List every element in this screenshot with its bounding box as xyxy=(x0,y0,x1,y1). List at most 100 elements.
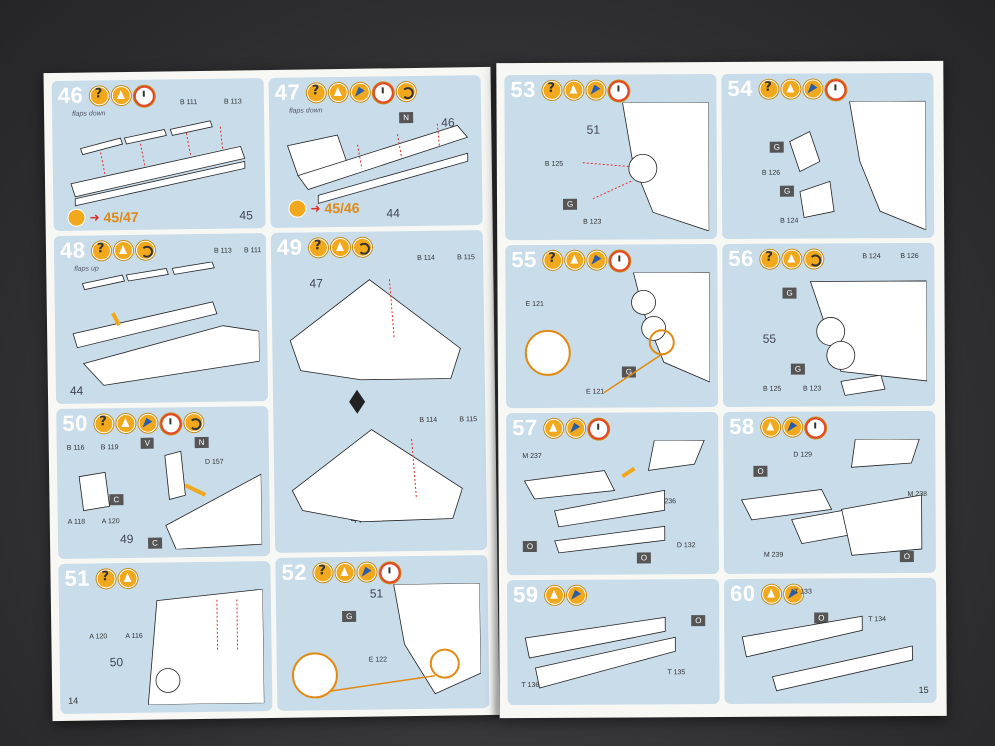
clock-icon xyxy=(588,418,610,440)
part-number-label: 44 xyxy=(69,383,84,398)
cross-reference: ➜ 45/47 xyxy=(67,208,139,227)
glue-icon xyxy=(118,568,138,589)
paint-icon xyxy=(138,413,158,433)
glue-icon xyxy=(544,418,564,438)
glue-icon xyxy=(761,417,781,437)
step-icons xyxy=(760,249,824,269)
step-number: 59 xyxy=(513,581,539,608)
step-number: 48 xyxy=(59,237,86,263)
question-icon xyxy=(308,238,329,258)
turn-icon xyxy=(135,240,156,260)
step-51-panel: 51 A 120 A 116 50 14 xyxy=(58,561,273,714)
paint-icon xyxy=(586,80,606,100)
glue-icon xyxy=(330,237,351,258)
glue-icon xyxy=(782,249,802,269)
question-icon xyxy=(759,79,779,99)
question-icon xyxy=(542,80,562,100)
paint-icon xyxy=(566,418,586,438)
part-label: B 111 xyxy=(243,247,262,255)
page-number: 15 xyxy=(918,684,929,695)
detail-circle xyxy=(291,652,338,699)
step-55-panel: 55 E 121 E 121 G xyxy=(505,244,719,409)
page-number: 14 xyxy=(68,695,79,706)
glue-icon xyxy=(113,240,134,261)
glue-icon xyxy=(781,79,801,99)
step-number: 49 xyxy=(276,234,303,260)
direction-arrow xyxy=(111,312,121,327)
step-47-panel: 47 flaps down N 46 ➜ 45/46 44 xyxy=(268,75,483,228)
clock-icon xyxy=(609,250,631,272)
question-icon xyxy=(306,83,326,103)
paint-icon xyxy=(803,79,823,99)
glue-icon xyxy=(328,82,348,103)
step-icons xyxy=(759,79,847,101)
turn-icon xyxy=(184,412,204,433)
step-icons xyxy=(543,250,631,272)
step-59-panel: 59 O T 136 T 135 xyxy=(506,579,720,706)
step-number: 58 xyxy=(729,413,755,439)
question-icon xyxy=(313,563,333,583)
step-46-panel: 46 flaps down B 111 B 113 ➜ 45/4 xyxy=(51,78,266,232)
step-number: 52 xyxy=(281,559,308,585)
assembly-drawing xyxy=(289,279,463,523)
paint-icon xyxy=(783,417,803,437)
step-icons xyxy=(545,585,587,605)
step-icons xyxy=(542,80,630,102)
part-label: B 113 xyxy=(223,98,242,106)
arrow-icon: ➜ xyxy=(89,210,100,225)
step-60-panel: 60 T 133 T 134 O 15 xyxy=(723,577,937,704)
assembly-drawing xyxy=(287,123,469,204)
glue-icon xyxy=(564,80,584,100)
question-icon xyxy=(89,86,109,106)
reference-steps: 45/47 xyxy=(103,208,139,226)
step-number: 47 xyxy=(274,79,301,105)
clock-icon xyxy=(825,79,847,101)
question-icon xyxy=(543,250,563,270)
step-number: 57 xyxy=(512,414,538,441)
step-icons xyxy=(544,418,610,440)
assembly-drawing xyxy=(524,616,676,689)
step-49-panel: 49 B 114 B 115 B 114 B 115 47 47 xyxy=(270,230,488,553)
paint-icon xyxy=(587,250,607,270)
step-icons xyxy=(313,562,401,584)
paint-icon xyxy=(357,562,377,582)
left-page: 46 flaps down B 111 B 113 ➜ 45/4 xyxy=(43,66,500,722)
part-label: B 124 xyxy=(862,253,881,261)
assembly-drawing xyxy=(740,438,923,556)
glue-icon xyxy=(762,584,782,604)
part-label: B 126 xyxy=(900,252,919,261)
part-number-label: 44 xyxy=(386,206,400,221)
arrow-icon: ➜ xyxy=(310,201,321,216)
assembly-drawing xyxy=(789,100,927,231)
glue-icon xyxy=(111,85,131,106)
step-number: 50 xyxy=(62,410,89,436)
turn-icon xyxy=(804,249,824,269)
question-icon xyxy=(94,414,114,434)
part-label: B 113 xyxy=(213,247,232,255)
step-number: 51 xyxy=(64,565,91,591)
step-icons xyxy=(306,81,416,105)
part-label: B 111 xyxy=(179,99,198,107)
assembly-drawing xyxy=(582,102,710,232)
clock-icon xyxy=(608,80,630,102)
part-number-label: 45 xyxy=(239,208,253,223)
step-50-panel: 50 B 116 B 119 D 157 A 118 A 120 V N C C… xyxy=(56,406,271,559)
part-label: T 133 xyxy=(794,588,812,596)
step-48-panel: 48 flaps up B 113 B 111 44 xyxy=(53,233,269,405)
clock-icon xyxy=(379,562,401,584)
reference-icon xyxy=(67,208,86,227)
question-icon xyxy=(91,241,112,261)
question-icon xyxy=(96,569,116,589)
assembly-drawing xyxy=(70,120,246,207)
clock-icon xyxy=(133,85,155,107)
paint-icon xyxy=(567,585,587,605)
step-icons xyxy=(308,237,373,258)
step-number: 54 xyxy=(727,75,753,101)
step-icons xyxy=(761,417,827,439)
step-number: 53 xyxy=(510,76,536,103)
assembly-drawing xyxy=(524,272,711,394)
step-53-panel: 53 51 B 125 G B 123 xyxy=(504,74,718,241)
assembly-drawing xyxy=(147,589,265,706)
step-54-panel: 54 G G B 126 B 124 xyxy=(721,72,935,239)
assembly-drawing xyxy=(523,440,705,554)
